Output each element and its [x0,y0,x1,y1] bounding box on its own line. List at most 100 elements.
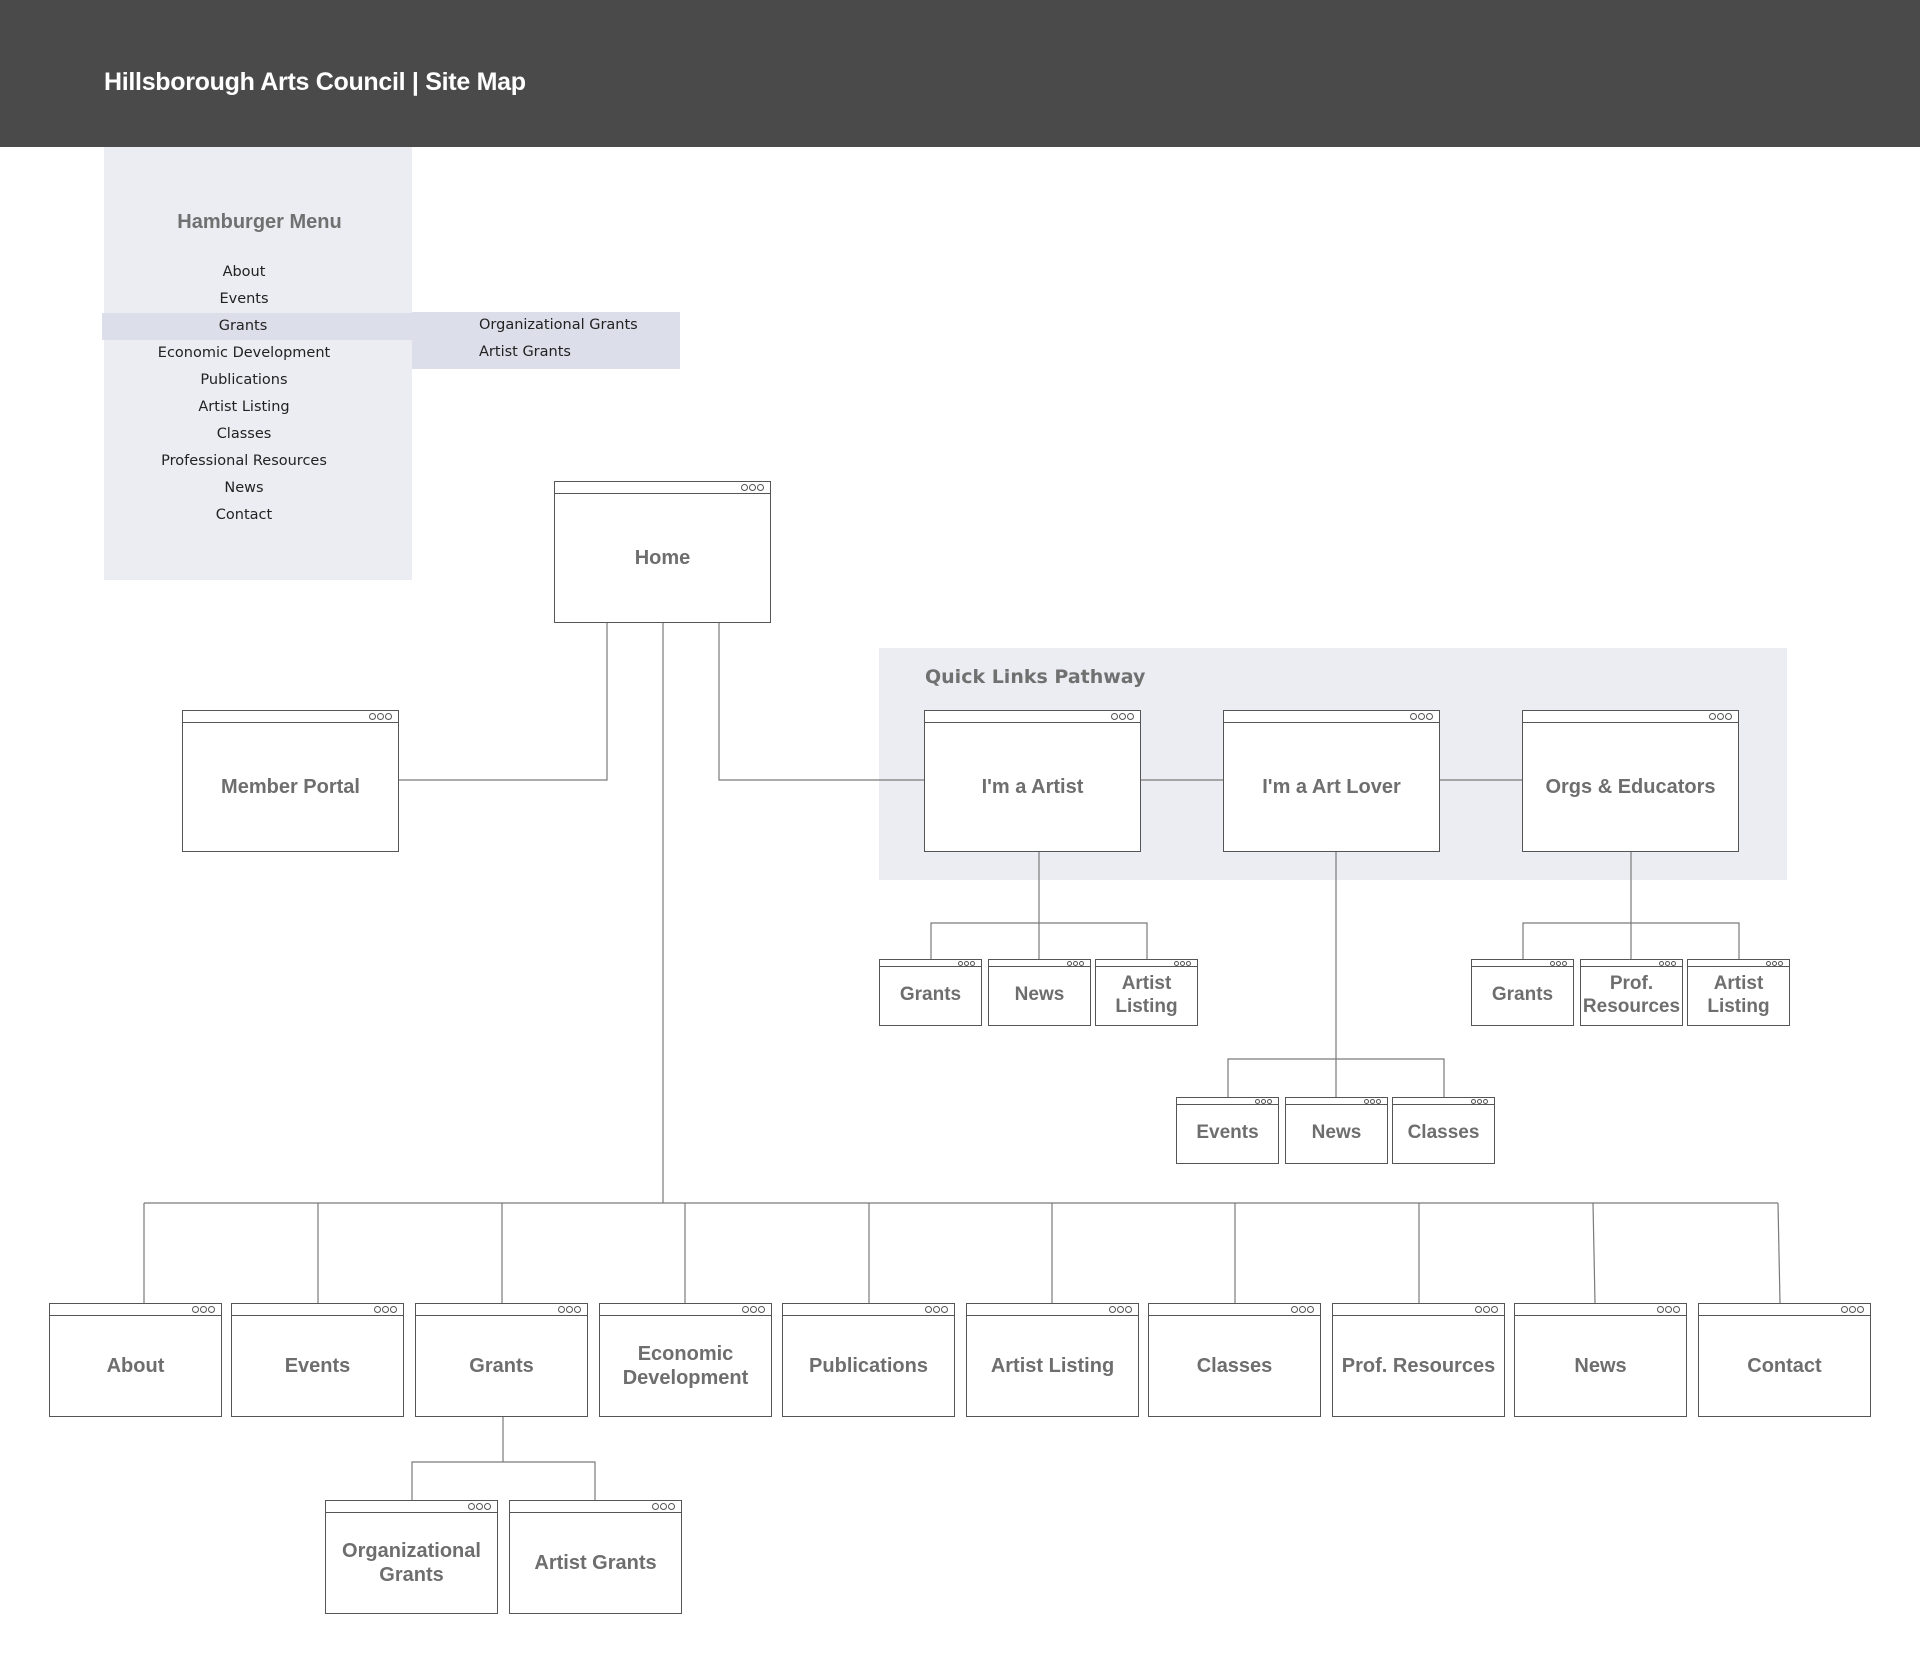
page-node-im-a-art-lover[interactable]: I'm a Art Lover [1223,710,1440,852]
window-bar [1472,960,1573,967]
window-bar [1515,1304,1686,1316]
page-node-orgs-prof-resources[interactable]: Prof. Resources [1580,959,1683,1026]
page-node-label: News [1014,984,1065,1006]
page-node-home[interactable]: Home [554,481,771,623]
page-node-orgs-grants[interactable]: Grants [1471,959,1574,1026]
window-controls-icon [958,961,975,966]
window-controls-icon [369,712,392,721]
window-controls-icon [1475,1305,1498,1314]
page-node-label: Home [634,547,691,569]
page-node-artist-news[interactable]: News [988,959,1091,1026]
window-bar [555,482,770,494]
window-controls-icon [1709,712,1732,721]
window-bar [1688,960,1789,967]
window-bar [925,711,1140,723]
window-bar [416,1304,587,1316]
menu-item-grants[interactable]: Grants [102,313,412,340]
submenu-item-artist-grants[interactable]: Artist Grants [479,344,571,360]
page-node-lover-events[interactable]: Events [1176,1097,1279,1164]
window-bar [232,1304,403,1316]
page-node-label: Grants [899,984,962,1006]
page-node-lover-classes[interactable]: Classes [1392,1097,1495,1164]
page-node-contact[interactable]: Contact [1698,1303,1871,1417]
page-node-artist-grants[interactable]: Grants [879,959,982,1026]
window-bar [1393,1098,1494,1105]
window-controls-icon [1659,961,1676,966]
menu-item-news[interactable]: News [224,480,264,496]
menu-item-publications[interactable]: Publications [200,372,288,388]
submenu-item-organizational-grants[interactable]: Organizational Grants [479,317,638,333]
window-bar [510,1501,681,1513]
window-bar [1096,960,1197,967]
page-node-artist-listing[interactable]: Artist Listing [966,1303,1139,1417]
menu-item-events[interactable]: Events [219,291,269,307]
menu-item-professional-resources[interactable]: Professional Resources [161,453,327,469]
page-node-label: I'm a Art Lover [1262,776,1401,798]
page-node-economic-development[interactable]: Economic Development [599,1303,772,1417]
menu-item-contact[interactable]: Contact [215,507,273,523]
page-node-label: Prof. Resources [1341,1355,1496,1377]
menu-item-artist-listing[interactable]: Artist Listing [198,399,290,415]
window-controls-icon [1410,712,1433,721]
page-node-organizational-grants[interactable]: Organizational Grants [325,1500,498,1614]
window-bar [1333,1304,1504,1316]
window-controls-icon [1174,961,1191,966]
page-node-lover-news[interactable]: News [1285,1097,1388,1164]
window-bar [967,1304,1138,1316]
window-bar [1224,711,1439,723]
page-node-label: About [106,1355,165,1377]
page-node-label: Events [284,1355,351,1377]
page-node-publications[interactable]: Publications [782,1303,955,1417]
window-bar [1149,1304,1320,1316]
page-title: Hillsborough Arts Council | Site Map [104,68,526,96]
window-controls-icon [652,1502,675,1511]
page-node-artist-listing[interactable]: Artist Listing [1095,959,1198,1026]
page-node-label: Orgs & Educators [1545,776,1716,798]
page-node-artist-grants[interactable]: Artist Grants [509,1500,682,1614]
page-node-about[interactable]: About [49,1303,222,1417]
window-controls-icon [1471,1099,1488,1104]
window-controls-icon [925,1305,948,1314]
page-node-label: Artist Grants [534,1552,657,1574]
page-node-events[interactable]: Events [231,1303,404,1417]
window-controls-icon [1766,961,1783,966]
window-bar [783,1304,954,1316]
window-controls-icon [1255,1099,1272,1104]
page-node-label: Artist Listing [1707,972,1770,1017]
page-node-label: Grants [469,1355,534,1377]
window-controls-icon [192,1305,215,1314]
window-controls-icon [1111,712,1134,721]
page-node-orgs-educators[interactable]: Orgs & Educators [1522,710,1739,852]
page-node-news[interactable]: News [1514,1303,1687,1417]
page-node-im-a-artist[interactable]: I'm a Artist [924,710,1141,852]
page-node-label: Classes [1407,1122,1480,1144]
window-bar [183,711,398,723]
page-node-member-portal[interactable]: Member Portal [182,710,399,852]
window-controls-icon [1657,1305,1680,1314]
quick-links-title: Quick Links Pathway [925,666,1146,688]
window-controls-icon [1550,961,1567,966]
page-node-label: I'm a Artist [981,776,1084,798]
page-node-label: News [1574,1355,1627,1377]
window-controls-icon [741,483,764,492]
window-controls-icon [468,1502,491,1511]
page-node-label: Events [1196,1122,1259,1144]
page-node-label: News [1311,1122,1362,1144]
window-controls-icon [1364,1099,1381,1104]
page-node-classes[interactable]: Classes [1148,1303,1321,1417]
window-bar [1286,1098,1387,1105]
menu-item-classes[interactable]: Classes [216,426,272,442]
window-controls-icon [1841,1305,1864,1314]
page-node-label: Prof. Resources [1582,972,1681,1017]
window-bar [1177,1098,1278,1105]
menu-item-economic-development[interactable]: Economic Development [157,345,331,361]
window-controls-icon [742,1305,765,1314]
page-node-prof-resources[interactable]: Prof. Resources [1332,1303,1505,1417]
page-node-orgs-artist-listing[interactable]: Artist Listing [1687,959,1790,1026]
window-controls-icon [374,1305,397,1314]
page-node-grants[interactable]: Grants [415,1303,588,1417]
window-controls-icon [1291,1305,1314,1314]
menu-item-about[interactable]: About [222,264,266,280]
page-node-label: Artist Listing [1115,972,1178,1017]
window-bar [1699,1304,1870,1316]
